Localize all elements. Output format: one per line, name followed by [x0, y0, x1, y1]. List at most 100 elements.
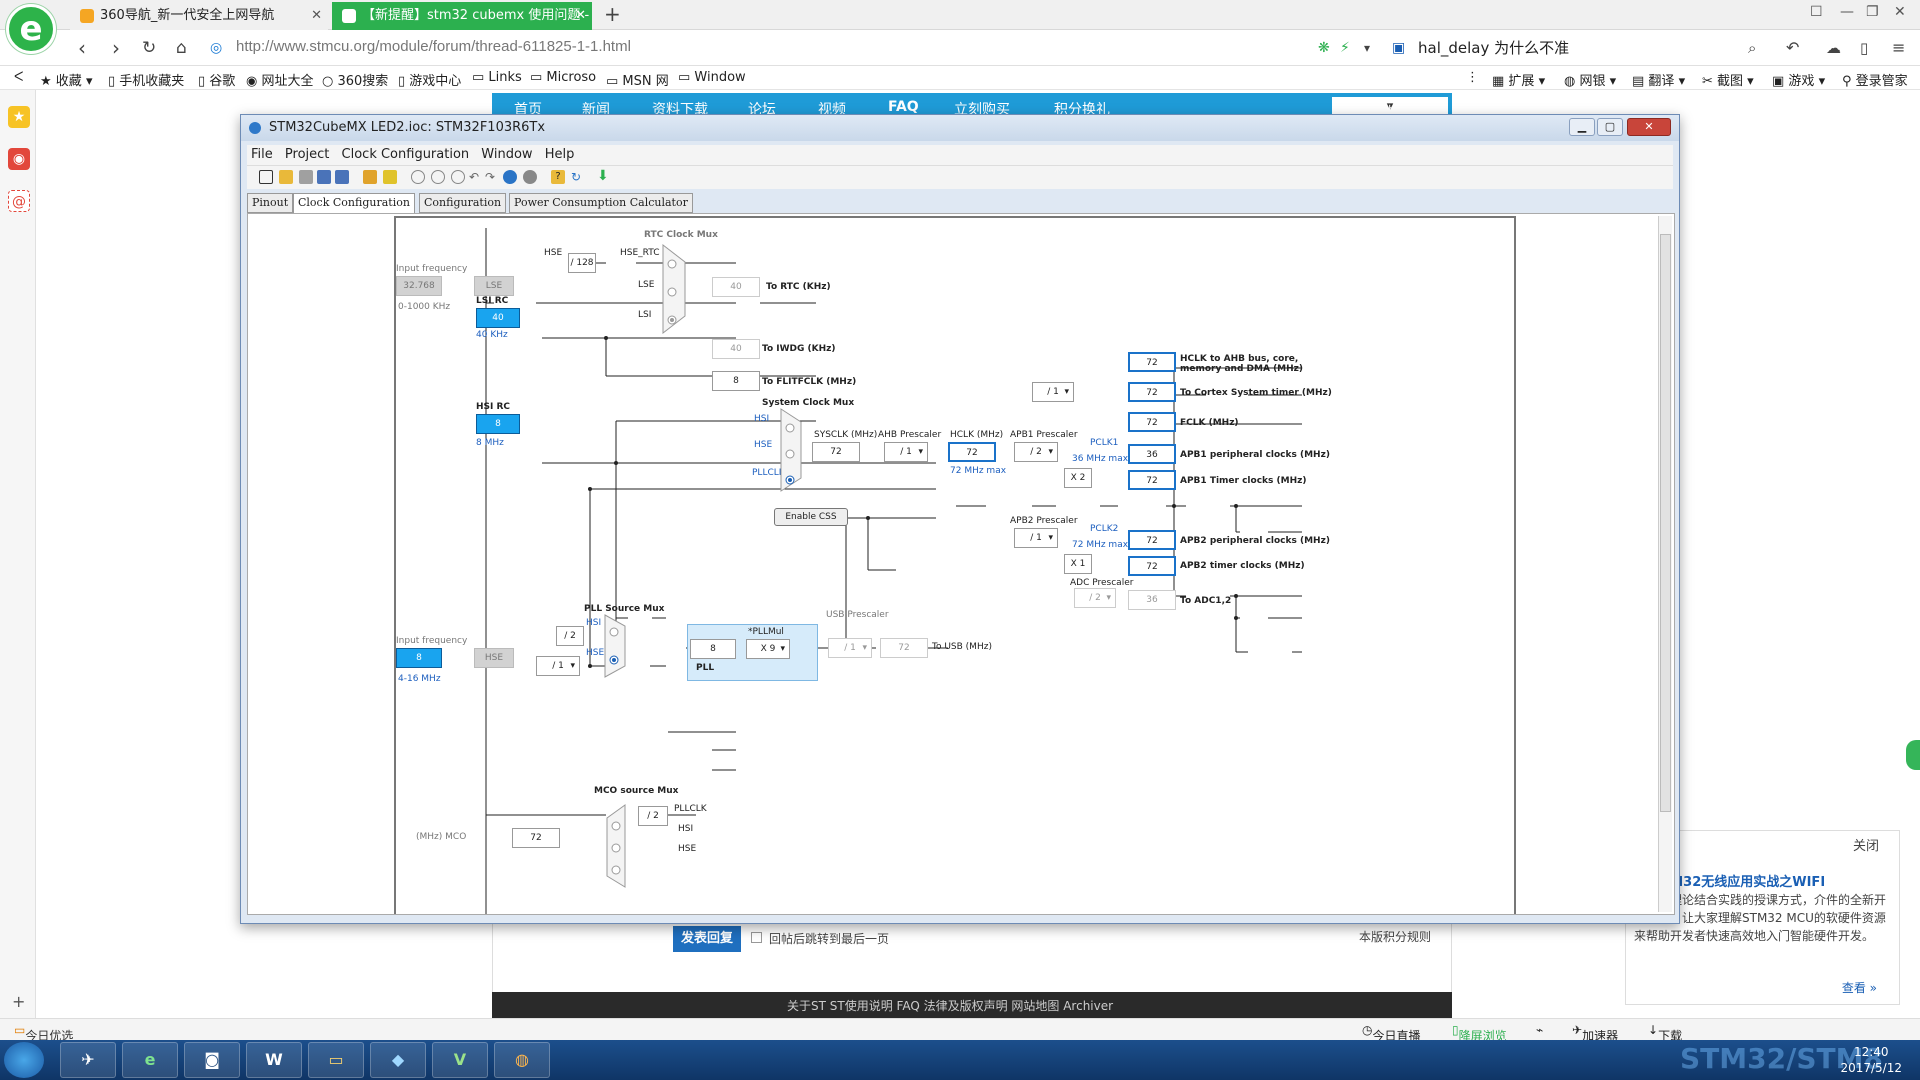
side-toggle-icon[interactable]: [1906, 740, 1920, 770]
select-tool-icon[interactable]: [259, 170, 273, 184]
more-icon[interactable]: ⋮: [1466, 70, 1479, 85]
zoom-out-icon[interactable]: [431, 170, 445, 184]
promo-more-link[interactable]: 查看 »: [1841, 981, 1877, 995]
bookmark-item[interactable]: ▭ Microso: [530, 70, 597, 85]
menu-file[interactable]: File: [251, 147, 273, 162]
mail-icon[interactable]: @: [8, 190, 30, 212]
search-engine-icon[interactable]: ▣: [1392, 40, 1406, 56]
hse-input-frequency[interactable]: 8: [396, 648, 442, 668]
taskbar-app-icon[interactable]: ◙: [184, 1042, 240, 1078]
menu-project[interactable]: Project: [284, 147, 330, 162]
open-icon[interactable]: [279, 170, 293, 184]
mco-source-mux[interactable]: [606, 804, 626, 888]
pllmul-select[interactable]: X 9: [746, 639, 790, 659]
dropdown-icon[interactable]: ▾: [1364, 41, 1371, 55]
update-icon[interactable]: ↻: [571, 170, 582, 184]
cloud-icon[interactable]: ☁: [1826, 39, 1841, 57]
post-reply-button[interactable]: 发表回复: [673, 926, 741, 952]
cortex-timer-output-box[interactable]: 72: [1128, 382, 1176, 402]
site-nav-item[interactable]: FAQ: [888, 99, 919, 115]
start-button[interactable]: [4, 1042, 44, 1078]
enable-css-button[interactable]: Enable CSS: [774, 508, 848, 526]
hse-divider-select[interactable]: / 1: [536, 656, 580, 676]
extension-item[interactable]: ▣ 游戏 ▾: [1772, 74, 1826, 89]
taskbar-word-icon[interactable]: W: [246, 1042, 302, 1078]
save-icon[interactable]: [317, 170, 331, 184]
bookmark-item[interactable]: ◉ 网址大全: [246, 74, 314, 89]
lightning-icon[interactable]: ⚡: [1340, 40, 1350, 56]
lse-input-frequency[interactable]: 32.768: [396, 276, 442, 296]
skin-icon[interactable]: ☐: [1810, 4, 1823, 20]
menu-icon[interactable]: ≡: [1892, 38, 1906, 57]
apb2-timer-output-box[interactable]: 72: [1128, 556, 1176, 576]
adc-prescaler-select[interactable]: / 2: [1074, 588, 1116, 608]
speed-icon[interactable]: ❋: [1318, 40, 1330, 56]
scrollbar-thumb[interactable]: [1660, 234, 1671, 812]
cubemx-title-bar[interactable]: STM32CubeMX LED2.ioc: STM32F103R6Tx ▁ ▢ …: [241, 115, 1679, 141]
taskbar-cube-icon[interactable]: ◆: [370, 1042, 426, 1078]
cortex-timer-divider-select[interactable]: / 1: [1032, 382, 1074, 402]
usb-prescaler-select[interactable]: / 1: [828, 638, 872, 658]
bookmark-item[interactable]: ○ 360搜索: [322, 74, 389, 89]
new-tab-button[interactable]: +: [604, 2, 621, 26]
menu-window[interactable]: Window: [481, 147, 533, 162]
tab-close-icon[interactable]: ✕: [575, 8, 586, 23]
bookmark-item[interactable]: ▯ 谷歌: [198, 74, 236, 89]
apb1-timer-output-box[interactable]: 72: [1128, 470, 1176, 490]
tab-clock-configuration[interactable]: Clock Configuration: [293, 193, 415, 214]
add-icon[interactable]: +: [12, 992, 26, 1011]
browser-tab[interactable]: 360导航_新一代安全上网导航 ✕: [70, 2, 328, 30]
home-icon[interactable]: ⌂: [176, 38, 187, 58]
menu-help[interactable]: Help: [544, 147, 575, 162]
undo-icon[interactable]: ↶: [469, 170, 480, 184]
search-icon[interactable]: ⌕: [1748, 39, 1757, 57]
browser-logo-icon[interactable]: e: [6, 4, 56, 54]
help-icon[interactable]: ?: [551, 170, 565, 184]
cubemx-maximize-button[interactable]: ▢: [1597, 118, 1623, 136]
rules-link[interactable]: 本版积分规则: [1359, 930, 1432, 944]
diagram-vertical-scrollbar[interactable]: [1658, 216, 1672, 912]
extension-item[interactable]: ◍ 网银 ▾: [1564, 74, 1617, 89]
bookmark-item[interactable]: ▭ Links: [472, 70, 522, 85]
zoom-fit-icon[interactable]: [451, 170, 465, 184]
copy-icon[interactable]: [299, 170, 313, 184]
reset-icon[interactable]: [503, 170, 517, 184]
extension-item[interactable]: ▤ 翻译 ▾: [1632, 74, 1686, 89]
extension-item[interactable]: ✂ 截图 ▾: [1702, 74, 1754, 89]
bookmark-item[interactable]: ▯ 手机收藏夹: [108, 74, 185, 89]
refresh-icon[interactable]: ↻: [142, 38, 157, 58]
pll-source-mux[interactable]: [604, 614, 626, 678]
taskbar-folder-icon[interactable]: ▭: [308, 1042, 364, 1078]
extension-item[interactable]: ⚲ 登录管家: [1842, 74, 1908, 89]
status-item[interactable]: ▯ 降屏浏览: [1452, 1023, 1507, 1043]
rtc-clock-mux[interactable]: [662, 244, 686, 334]
download-icon[interactable]: ⬇: [597, 168, 609, 184]
collapse-icon[interactable]: ᐸ: [14, 70, 24, 85]
minimize-button[interactable]: —: [1840, 4, 1854, 20]
apb2-peripheral-output-box[interactable]: 72: [1128, 530, 1176, 550]
taskbar-browser-icon[interactable]: e: [122, 1042, 178, 1078]
generate-icon[interactable]: [363, 170, 377, 184]
report-icon[interactable]: [383, 170, 397, 184]
tab-power-consumption[interactable]: Power Consumption Calculator: [509, 193, 693, 213]
browser-tab-active[interactable]: 【新提醒】stm32 cubemx 使用问题 - ✕: [332, 2, 592, 30]
bookmark-item[interactable]: ★ 收藏 ▾: [40, 74, 93, 89]
weibo-icon[interactable]: ◉: [8, 148, 30, 170]
tab-close-icon[interactable]: ✕: [311, 8, 322, 23]
cubemx-minimize-button[interactable]: ▁: [1569, 118, 1595, 136]
taskbar-app-icon[interactable]: ◍: [494, 1042, 550, 1078]
tab-pinout[interactable]: Pinout: [247, 193, 294, 213]
cubemx-close-button[interactable]: ✕: [1627, 118, 1671, 136]
promo-close-button[interactable]: 关闭: [1852, 839, 1879, 854]
system-clock-mux[interactable]: [780, 408, 802, 492]
save-all-icon[interactable]: [335, 170, 349, 184]
apb1-peripheral-output-box[interactable]: 36: [1128, 444, 1176, 464]
fclk-output-box[interactable]: 72: [1128, 412, 1176, 432]
url-field[interactable]: http://www.stmcu.org/module/forum/thread…: [236, 38, 631, 55]
status-item[interactable]: ↓ 下载: [1648, 1023, 1683, 1043]
close-window-button[interactable]: ✕: [1894, 4, 1906, 20]
status-item[interactable]: ⌁: [1536, 1023, 1544, 1037]
apb1-prescaler-select[interactable]: / 2: [1014, 442, 1058, 462]
hclk-box[interactable]: 72: [948, 442, 996, 462]
bookmark-item[interactable]: ▭ MSN 网: [606, 74, 669, 89]
